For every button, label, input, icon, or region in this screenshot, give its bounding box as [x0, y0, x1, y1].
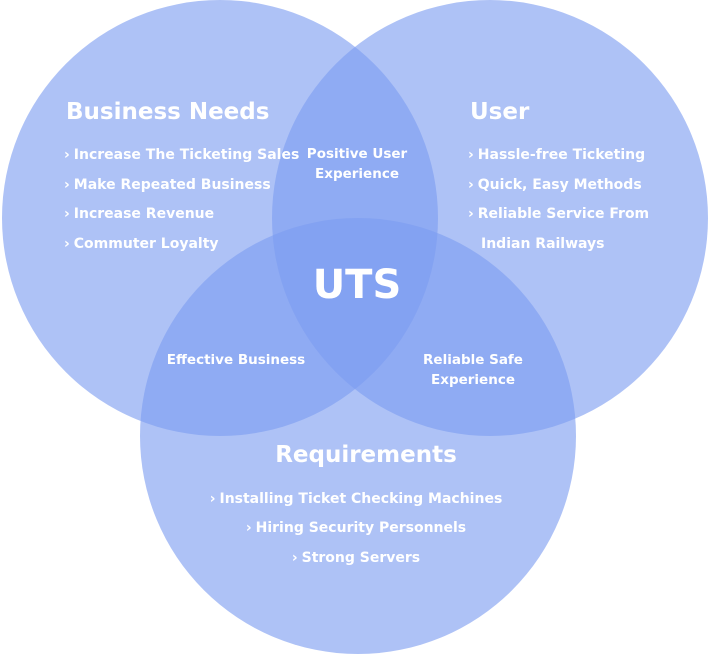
- center-label: UTS: [313, 262, 402, 308]
- overlap-line: Reliable Safe: [423, 352, 523, 368]
- business-user-overlap-label: Positive User Experience: [307, 146, 408, 182]
- bullet-icon: ›: [64, 177, 70, 193]
- overlap-line: Experience: [431, 372, 515, 388]
- requirements-item-3: ›Strong Servers: [292, 550, 420, 566]
- overlap-line: Experience: [315, 166, 399, 182]
- user-requirements-overlap-label: Reliable Safe Experience: [423, 352, 523, 388]
- bullet-icon: ›: [292, 550, 298, 566]
- requirements-title: Requirements: [275, 442, 457, 468]
- overlap-line: Positive User: [307, 146, 408, 162]
- user-list: ›Hassle-free Ticketing ›Quick, Easy Meth…: [468, 147, 649, 252]
- bullet-icon: ›: [64, 206, 70, 222]
- bullet-icon: ›: [468, 147, 474, 163]
- user-item-1: ›Hassle-free Ticketing: [468, 147, 645, 163]
- bullet-icon: ›: [468, 206, 474, 222]
- business-item-3: ›Increase Revenue: [64, 206, 214, 222]
- bullet-icon: ›: [246, 520, 252, 536]
- business-requirements-overlap-label: Effective Business: [167, 352, 305, 368]
- user-item-2: ›Quick, Easy Methods: [468, 177, 642, 193]
- user-item-4: Indian Railways: [481, 236, 605, 252]
- requirements-circle: [140, 218, 576, 654]
- user-title: User: [470, 99, 530, 125]
- business-item-4: ›Commuter Loyalty: [64, 236, 219, 252]
- business-needs-list: ›Increase The Ticketing Sales ›Make Repe…: [64, 147, 299, 252]
- requirements-item-2: ›Hiring Security Personnels: [246, 520, 466, 536]
- requirements-item-1: ›Installing Ticket Checking Machines: [210, 491, 503, 507]
- bullet-icon: ›: [468, 177, 474, 193]
- requirements-list: ›Installing Ticket Checking Machines ›Hi…: [210, 491, 503, 566]
- overlap-line: Effective Business: [167, 352, 305, 368]
- business-needs-title: Business Needs: [66, 99, 269, 125]
- business-item-1: ›Increase The Ticketing Sales: [64, 147, 299, 163]
- business-item-2: ›Make Repeated Business: [64, 177, 271, 193]
- bullet-icon: ›: [64, 236, 70, 252]
- bullet-icon: ›: [210, 491, 216, 507]
- bullet-icon: ›: [64, 147, 70, 163]
- user-item-3: ›Reliable Service From: [468, 206, 649, 222]
